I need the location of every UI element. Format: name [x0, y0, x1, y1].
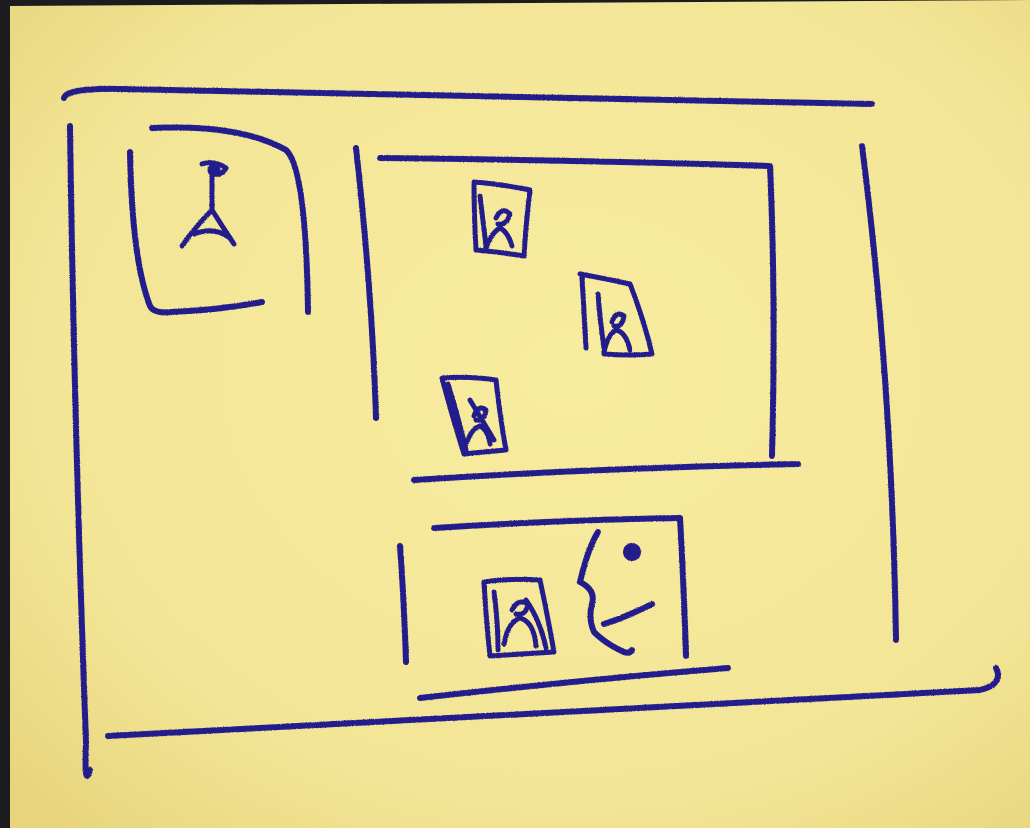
paper-sheet — [10, 0, 1030, 828]
